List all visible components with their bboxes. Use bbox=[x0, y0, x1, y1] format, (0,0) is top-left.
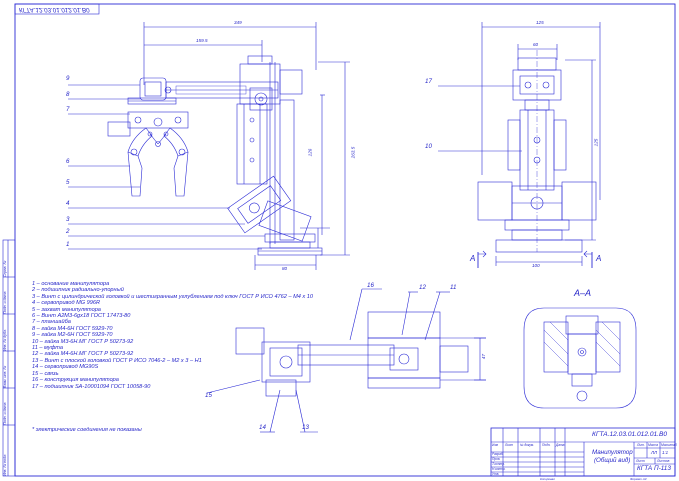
row-label-date: Дата bbox=[556, 443, 565, 447]
part-6: 6 – Винт А2М3-6gx18 ГОСТ 17473-80 bbox=[32, 313, 131, 320]
footnote: * электрические соединения не показаны bbox=[32, 427, 142, 433]
section-aa bbox=[523, 307, 637, 409]
callout-16: 16 bbox=[367, 282, 374, 289]
side-stamp-1: Подп. и дата bbox=[3, 402, 7, 426]
side-stamp: Инв. № подл. Подп. и дата Взам. инв. № И… bbox=[3, 240, 8, 476]
person-tcontrol: Т.контр. bbox=[492, 462, 505, 466]
part-12: 12 – гайка М4-6Н.МГ ГОСТ Р 50273-92 bbox=[32, 351, 134, 358]
col-header-scale: Масштаб bbox=[661, 443, 677, 447]
part-7: 7 – планшайба bbox=[32, 319, 71, 326]
sheets-label: Листов bbox=[657, 459, 670, 463]
part-4: 4 – сервопривод MG 996R bbox=[32, 300, 101, 307]
col-header-lit: Лит. bbox=[637, 443, 645, 447]
section-title: А–А bbox=[574, 288, 592, 298]
dim-side-top: 125 bbox=[536, 20, 544, 25]
dim-front-height: 263.5 bbox=[350, 146, 356, 159]
callout-1: 1 bbox=[66, 241, 70, 248]
copied-label: Копировал bbox=[540, 477, 555, 481]
callout-6: 6 bbox=[66, 158, 70, 165]
callout-10: 10 bbox=[425, 143, 432, 150]
stamp-code: КГТА.12.03.01.012.01.В0 bbox=[19, 6, 90, 13]
parts-list: 1 – основание манипулятора 2 – подшипник… bbox=[32, 281, 313, 390]
callout-13: 13 bbox=[302, 424, 309, 431]
sheet-mark: ЛЛ bbox=[651, 450, 658, 455]
person-ncontrol: Н.контр. bbox=[492, 467, 506, 471]
part-14: 14 – сервопривод MG90S bbox=[32, 364, 99, 371]
sheet-scale: 1:1 bbox=[662, 450, 669, 455]
side-stamp-5: Справ. № bbox=[3, 260, 7, 277]
callout-4: 4 bbox=[66, 200, 70, 207]
part-11: 11 – муфта bbox=[32, 345, 63, 352]
title-line-1: Манипулятор bbox=[592, 449, 633, 456]
front-view bbox=[68, 22, 350, 270]
group: КГТА П-113 bbox=[637, 465, 671, 472]
part-3: 3 – Винт с цилиндрической головкой и шес… bbox=[32, 293, 314, 300]
dim-plan-width: 47 bbox=[481, 353, 487, 360]
person-developer: Разраб. bbox=[492, 452, 504, 456]
binding-strip bbox=[2, 239, 16, 477]
part-15: 15 – связь bbox=[32, 370, 59, 377]
plan-view bbox=[206, 288, 486, 433]
document-code: КГТА.12.03.01.012.01.В0 bbox=[592, 431, 668, 438]
title-block bbox=[490, 427, 676, 477]
callout-11: 11 bbox=[450, 284, 457, 291]
part-2: 2 – подшипник радиально-упорный bbox=[32, 287, 124, 294]
callout-14: 14 bbox=[259, 424, 266, 431]
dim-front-mid: 126 bbox=[307, 148, 313, 157]
section-mark-left: А bbox=[470, 254, 476, 263]
dim-front-base: 80 bbox=[282, 266, 288, 271]
row-label-izm: Изм bbox=[492, 443, 498, 447]
side-stamp-4: Подп. и дата bbox=[3, 291, 7, 315]
dim-side-inner: 60 bbox=[533, 42, 539, 47]
dim-side-base: 100 bbox=[532, 263, 540, 268]
part-16: 16 – конструкция манипулятора bbox=[32, 377, 119, 384]
dim-side-height: 125 bbox=[593, 138, 599, 147]
callout-5: 5 bbox=[66, 179, 70, 186]
callout-8: 8 bbox=[66, 91, 70, 98]
part-5: 5 – захват манипулятора bbox=[32, 306, 101, 313]
part-9: 9 – гайка М2-6Н ГОСТ 5929-70 bbox=[32, 332, 113, 339]
side-view bbox=[438, 22, 601, 268]
part-8: 8 – гайка М4-6Н ГОСТ 5929-70 bbox=[32, 325, 113, 332]
callout-17: 17 bbox=[425, 78, 432, 85]
callout-7: 7 bbox=[66, 106, 70, 113]
part-13: 13 – Винт с плоской головкой ГОСТ Р ИСО … bbox=[32, 357, 202, 364]
person-checker: Пров. bbox=[492, 457, 501, 461]
row-label-sign: Подп. bbox=[542, 443, 551, 447]
stamp-box bbox=[14, 3, 100, 15]
dim-front-inner: 159.5 bbox=[196, 38, 208, 43]
callout-9: 9 bbox=[66, 75, 70, 82]
callout-12: 12 bbox=[419, 284, 426, 291]
col-header-mass: Масса bbox=[648, 443, 659, 447]
part-17: 17 – подшипник SA-10001094 ГОСТ 10058-90 bbox=[32, 383, 151, 390]
side-stamp-3: Инв. № дубл. bbox=[3, 328, 7, 351]
row-label-doc: № докум. bbox=[520, 443, 535, 447]
person-approved: Утв. bbox=[492, 472, 500, 476]
part-1: 1 – основание манипулятора bbox=[32, 281, 110, 287]
sheet-label: Лист bbox=[636, 459, 645, 463]
callout-2: 2 bbox=[66, 228, 70, 235]
section-mark-right: А bbox=[596, 254, 602, 263]
callout-3: 3 bbox=[66, 216, 70, 223]
part-10: 10 – гайка М3-6Н.МГ ГОСТ Р 50273-92 bbox=[32, 338, 134, 345]
side-stamp-0: Инв. № подл. bbox=[3, 453, 7, 476]
row-label-list: Лист bbox=[505, 443, 514, 447]
callout-15: 15 bbox=[205, 392, 212, 399]
format-label: Формат А3 bbox=[630, 477, 647, 481]
title-line-2: (Общий вид) bbox=[594, 457, 631, 464]
dim-front-top: 349 bbox=[234, 20, 242, 25]
side-stamp-2: Взам. инв. № bbox=[3, 365, 7, 388]
